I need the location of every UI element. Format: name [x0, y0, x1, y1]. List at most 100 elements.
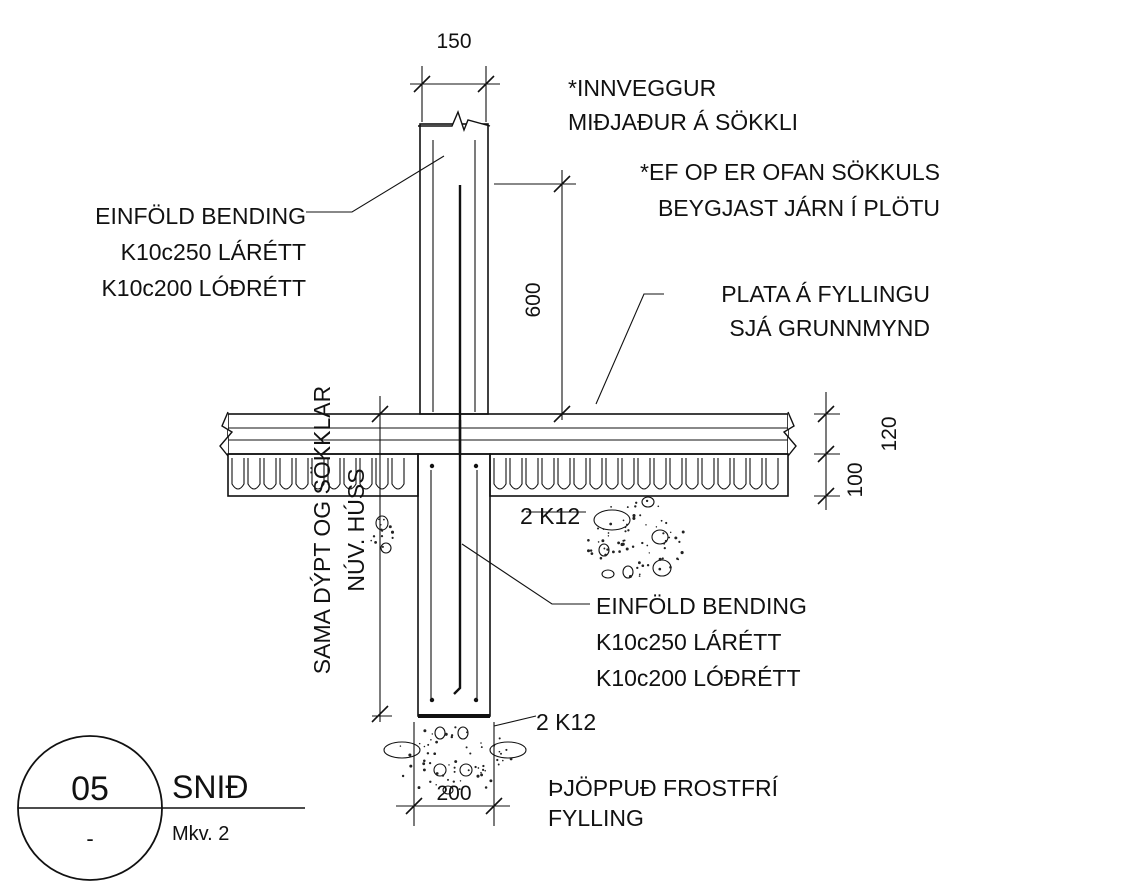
slab-thickness-dim: 120	[878, 416, 901, 451]
gravel-fill	[370, 496, 685, 795]
foundation-reinforcement-2: K10c250 LÁRÉTT	[596, 629, 781, 655]
gravel-dot	[645, 524, 647, 526]
gravel-dot	[451, 785, 454, 788]
gravel-dot	[638, 575, 641, 577]
gravel-dot	[505, 748, 508, 751]
gravel-dot	[388, 525, 392, 529]
gravel-dot	[381, 545, 384, 548]
gravel-dot	[484, 786, 488, 789]
gravel-dot	[500, 752, 502, 755]
slab-note-2: SJÁ GRUNNMYND	[729, 315, 930, 341]
leader-lines	[306, 155, 664, 727]
gravel-dot	[450, 735, 453, 739]
gravel-dot	[447, 778, 449, 781]
gravel-dot	[625, 547, 629, 551]
gravel-dot	[665, 521, 668, 525]
gravel-dot	[612, 550, 615, 554]
gravel-dot	[663, 546, 666, 550]
gravel-dot	[458, 788, 461, 791]
gravel-dot	[660, 519, 663, 522]
gravel-dot	[469, 752, 472, 755]
gravel-dot	[663, 542, 666, 545]
gravel-dot	[428, 761, 432, 765]
gravel-dot	[480, 771, 482, 774]
gravel-dot	[636, 566, 639, 570]
gravel-dot	[381, 529, 384, 532]
gravel-dot	[441, 774, 445, 777]
gravel-dot	[433, 752, 437, 756]
gravel-dot	[587, 538, 590, 542]
gravel-dot	[482, 764, 485, 768]
gravel-dot	[606, 548, 609, 551]
gravel-dot	[482, 768, 485, 771]
gravel-dot	[484, 769, 486, 772]
gravel-dot	[646, 544, 649, 547]
gravel-dot	[664, 539, 668, 543]
gravel-dot	[675, 537, 678, 539]
gravel-dot	[435, 772, 439, 775]
gravel-dot	[390, 530, 395, 534]
gravel-dot	[509, 757, 513, 761]
gravel-dot	[417, 786, 421, 790]
gravel-dot	[655, 526, 658, 528]
gravel-dot	[610, 505, 613, 508]
gravel-dot	[453, 766, 456, 769]
gravel-dot	[423, 729, 427, 733]
gravel-dot	[645, 499, 649, 503]
insulation-layer	[227, 453, 789, 497]
sheet-ref: -	[86, 826, 93, 851]
gravel-dot	[372, 535, 376, 538]
wall-reinforcement-3: K10c200 LÓÐRÉTT	[101, 275, 306, 301]
gravel-dot	[587, 549, 590, 553]
gravel-dot	[418, 742, 421, 745]
gravel-dot	[423, 759, 426, 763]
gravel-dot	[626, 506, 629, 509]
note-interior-wall-2: MIÐJAÐUR Á SÖKKLI	[568, 109, 798, 135]
gravel-dot	[669, 566, 672, 569]
gravel-dot	[632, 516, 636, 520]
wall-width-dim: 150	[436, 30, 471, 53]
gravel-dot	[408, 753, 412, 757]
gravel-dot	[631, 545, 635, 549]
gravel-dot	[637, 561, 641, 565]
gravel-dot	[498, 750, 501, 753]
gravel-dot	[496, 758, 499, 762]
gravel-dot	[668, 536, 671, 539]
gravel-dot	[634, 505, 637, 508]
gravel-dot	[465, 746, 468, 749]
gravel-dot	[380, 534, 384, 538]
gravel-dot	[622, 539, 625, 542]
gravel-dot	[480, 773, 484, 777]
depth-note-2: NÚV. HÚSS	[343, 468, 369, 591]
gravel-dot	[648, 552, 650, 554]
gravel-dot	[497, 763, 500, 766]
gravel-dot	[662, 532, 665, 535]
gravel-dot	[604, 553, 607, 557]
gravel-dot	[678, 540, 681, 544]
gravel-dot	[422, 768, 426, 772]
gravel-dot	[480, 742, 482, 744]
gravel-dot	[624, 530, 627, 533]
gravel-dot	[602, 528, 605, 530]
gravel-dot	[477, 767, 480, 769]
gravel-dot	[423, 745, 426, 748]
floor-slab	[219, 411, 797, 457]
dimension-lines	[371, 66, 840, 826]
wall-reinforcement-1: EINFÖLD BENDING	[95, 203, 306, 229]
gravel-dot	[450, 734, 454, 737]
foundation-reinforcement-1: EINFÖLD BENDING	[596, 593, 807, 619]
gravel-dot	[409, 764, 413, 768]
gravel-dot	[601, 539, 605, 543]
gravel-dot	[628, 575, 632, 578]
gravel-dot	[603, 547, 606, 550]
gravel-dot	[677, 558, 680, 561]
title-block: 05 - SNIÐ Mkv. 2	[17, 735, 305, 881]
gravel-dot	[597, 541, 600, 543]
gravel-dot	[480, 746, 483, 749]
fill-note-2: FYLLING	[548, 805, 644, 831]
gravel-dot	[624, 526, 627, 529]
depth-note-1: SAMA DÝPT OG SÖKKLAR	[309, 386, 335, 674]
gravel-dot	[489, 779, 493, 783]
foundation-wall	[417, 420, 491, 718]
